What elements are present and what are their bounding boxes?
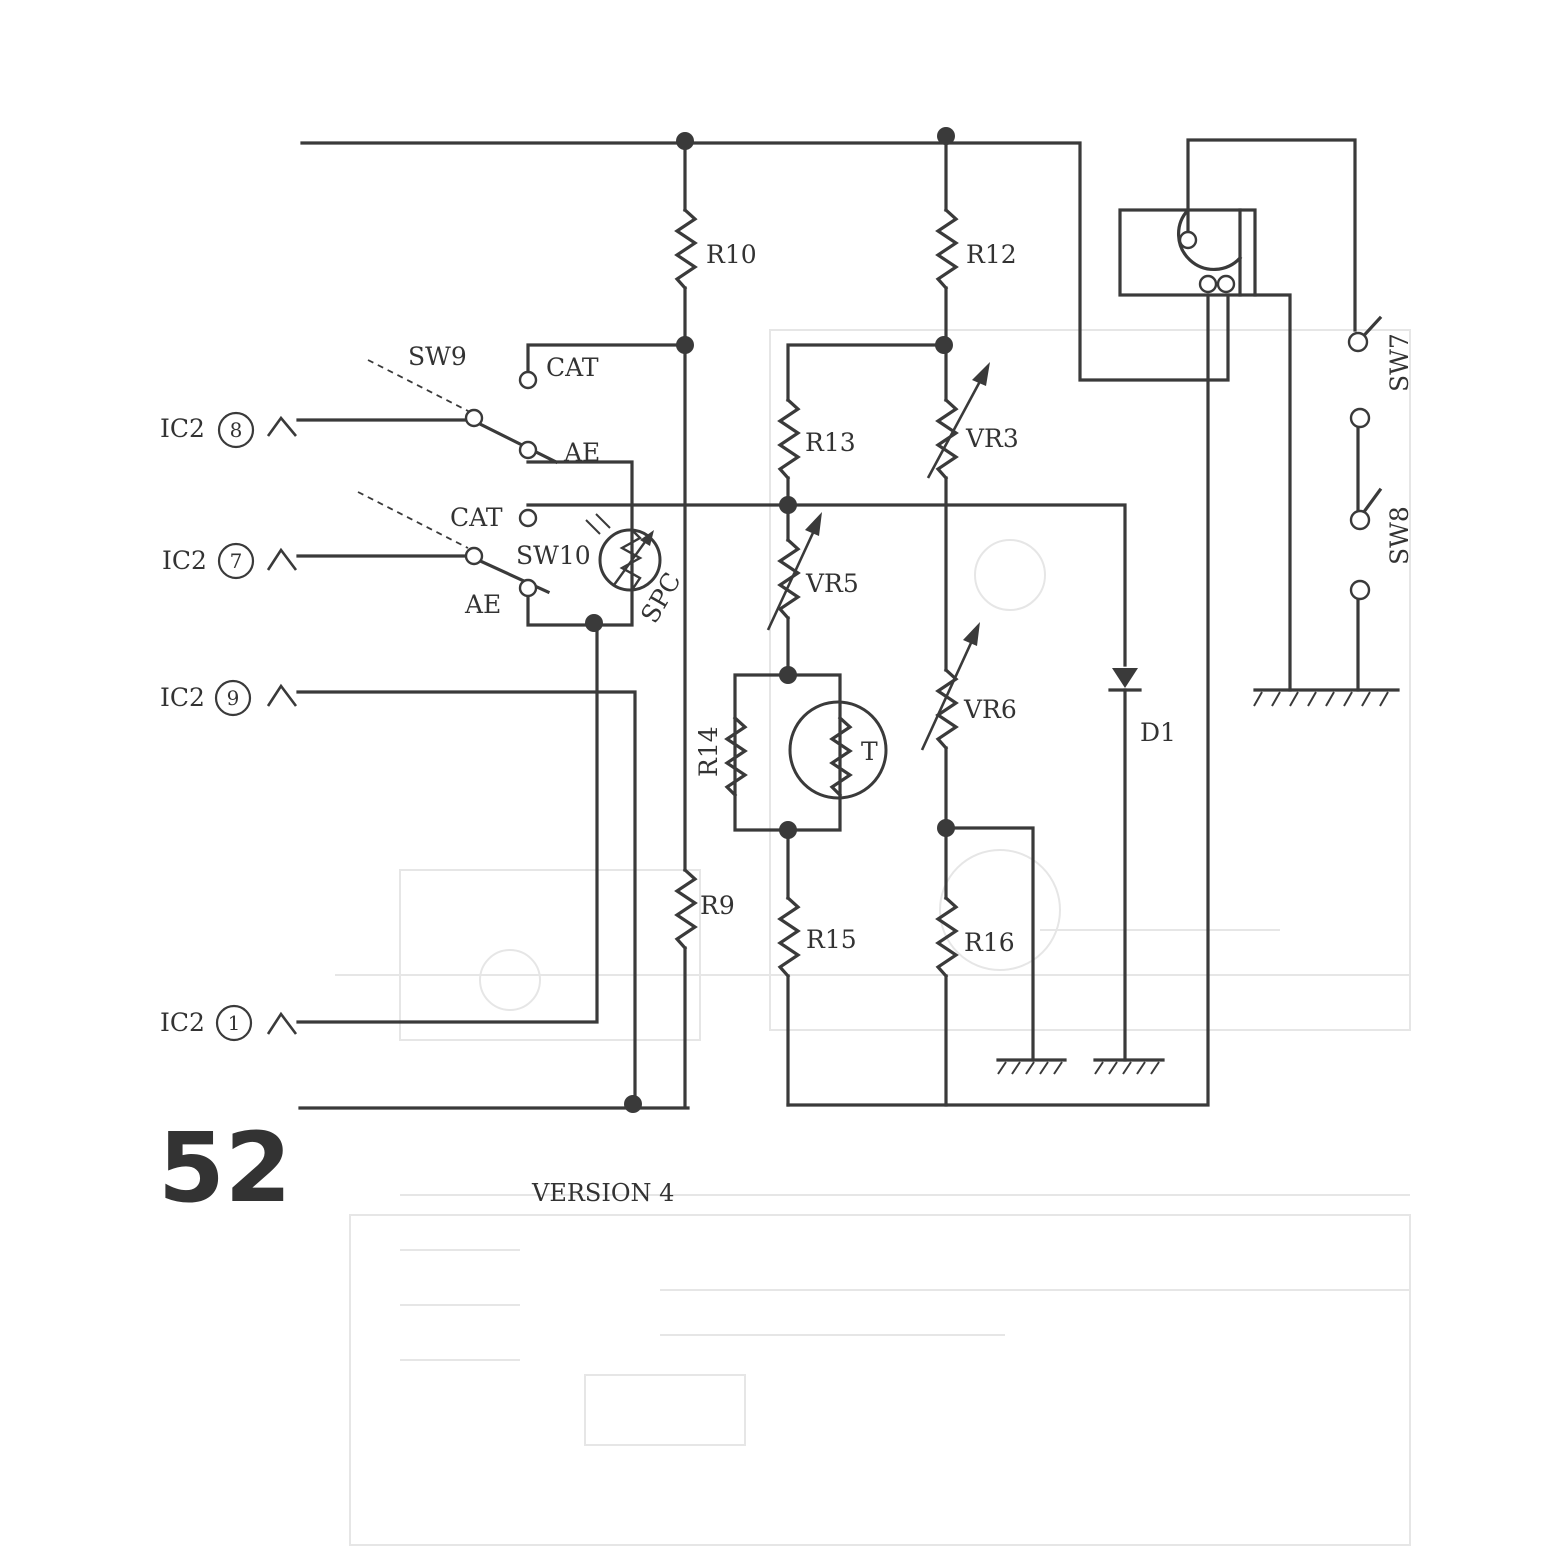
ic2-pin-8-label: IC2 8 [160, 411, 255, 449]
label-d1: D1 [1140, 718, 1176, 747]
switch-terminals [464, 230, 1371, 601]
ic2-pin-9-label: IC2 9 [160, 679, 252, 717]
label-vr5: VR5 [805, 569, 859, 598]
page-number: 52 [158, 1112, 292, 1224]
label-sw10-ae: AE [464, 590, 501, 619]
version-label: VERSION 4 [531, 1179, 674, 1207]
label-spc: SPC [635, 568, 687, 628]
svg-text:IC2: IC2 [160, 414, 205, 443]
input-chevrons [266, 415, 298, 1035]
ic2-pin-1-label: IC2 1 [160, 1004, 253, 1042]
label-sw9-cat: CAT [546, 353, 599, 382]
label-r10: R10 [706, 240, 757, 269]
label-r15: R15 [806, 925, 857, 954]
label-sw9: SW9 [408, 342, 467, 371]
label-vr3: VR3 [965, 424, 1019, 453]
spc-photocell [585, 513, 662, 592]
ground-symbols [997, 691, 1389, 1075]
diode-d1 [1108, 668, 1142, 692]
svg-text:8: 8 [230, 418, 243, 442]
svg-text:IC2: IC2 [160, 683, 205, 712]
svg-text:7: 7 [230, 549, 243, 573]
variable-resistor-arrows [766, 362, 990, 751]
wiring [296, 134, 1400, 1110]
label-sw8: SW8 [1385, 506, 1414, 565]
svg-text:IC2: IC2 [162, 546, 207, 575]
label-sw9-ae: AE [563, 438, 600, 467]
label-thermistor: T [861, 737, 878, 766]
label-sw7: SW7 [1385, 333, 1414, 392]
svg-text:9: 9 [227, 686, 240, 710]
ic2-pin-7-label: IC2 7 [162, 542, 255, 580]
label-r14: R14 [694, 726, 723, 777]
junction-dots [585, 127, 955, 1113]
label-r16: R16 [964, 928, 1015, 957]
label-sw10-cat: CAT [450, 503, 503, 532]
label-r12: R12 [966, 240, 1017, 269]
svg-text:IC2: IC2 [160, 1008, 205, 1037]
label-sw10: SW10 [516, 541, 591, 570]
label-r9: R9 [700, 891, 735, 920]
svg-text:1: 1 [228, 1011, 241, 1035]
bleed-through-background [335, 329, 1411, 1546]
label-r13: R13 [805, 428, 856, 457]
label-vr6: VR6 [963, 695, 1017, 724]
